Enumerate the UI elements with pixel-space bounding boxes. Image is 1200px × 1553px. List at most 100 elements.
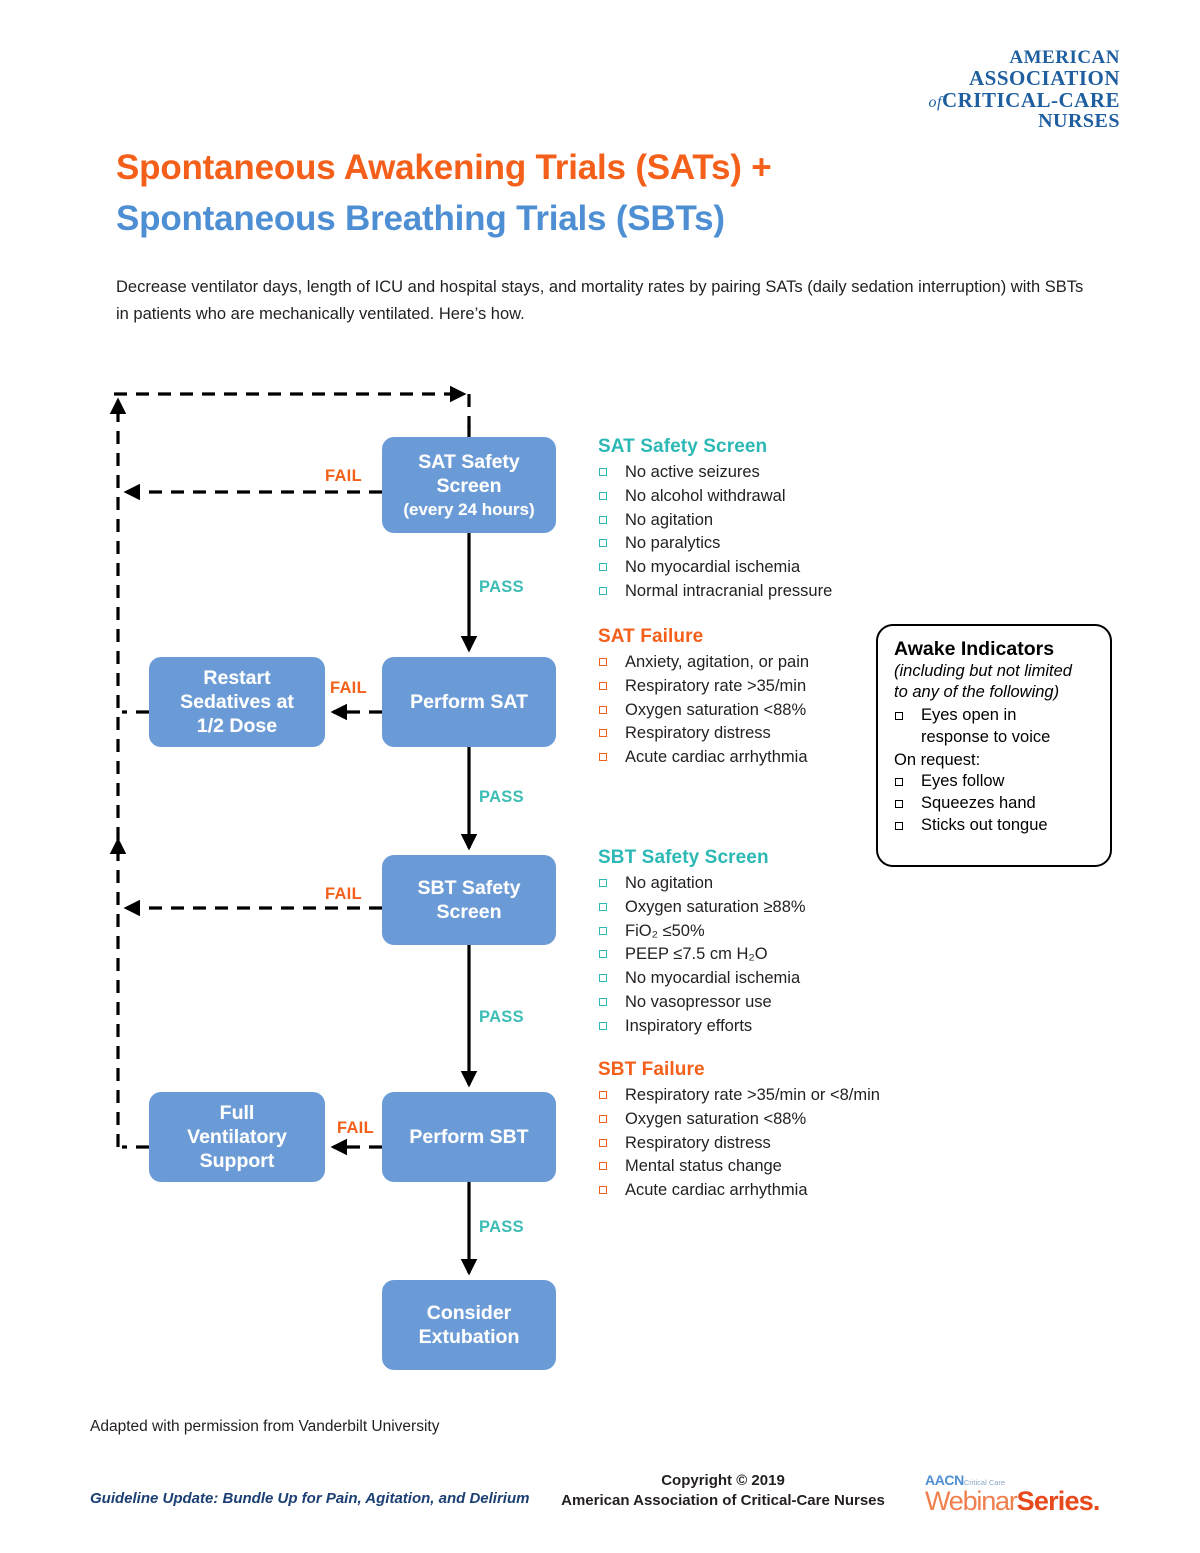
list-item: Oxygen saturation <88% [598,699,928,723]
list-item: Oxygen saturation <88% [598,1108,968,1132]
node-full-ventilatory-support[interactable]: Full Ventilatory Support [149,1092,325,1182]
node-restart-line-1: Restart [203,666,271,689]
detail-sat-failure: SAT Failure Anxiety, agitation, or pain … [598,626,928,770]
list-item: Respiratory rate >35/min or <8/min [598,1084,968,1108]
awake-indicators-note-line-1: (including but not limited [894,662,1072,680]
detail-sbt-failure-list: Respiratory rate >35/min or <8/min Oxyge… [598,1084,968,1203]
edge-label-pass-perform-sat: PASS [479,788,524,806]
list-item: No active seizures [598,461,928,485]
adaptation-credit: Adapted with permission from Vanderbilt … [90,1418,440,1435]
list-item: PEEP ≤7.5 cm H₂O [598,943,928,967]
list-item: No myocardial ischemia [598,967,928,991]
detail-sbt-safety-screen-heading: SBT Safety Screen [598,847,769,868]
detail-sat-safety-screen-heading: SAT Safety Screen [598,436,768,457]
detail-sat-failure-heading: SAT Failure [598,626,704,647]
node-sat-safety-screen-line-1: SAT Safety [418,451,520,474]
node-extubation-line-1: Consider [426,1301,512,1324]
awake-item-eyes-open-line-2: response to voice [921,727,1051,746]
aacn-logo-line-1: AMERICAN [1009,47,1120,68]
aacn-logo-critical-care: CRITICAL-CARE [941,87,1120,112]
edge-label-fail-sat-screen: FAIL [325,467,362,485]
node-perform-sbt[interactable]: Perform SBT [382,1092,556,1182]
list-item: No vasopressor use [598,991,928,1015]
intro-paragraph: Decrease ventilator days, length of ICU … [116,278,1084,323]
webinar-logo-critical-care: Critical Care [963,1478,1006,1487]
awake-indicators-note-line-2: to any of the following) [894,682,1060,701]
aacn-logo: AMERICAN ASSOCIATION ofCRITICAL-CARE NUR… [900,48,1120,140]
edge-label-fail-sbt-screen: FAIL [325,885,362,903]
list-item: Eyes open in response to voice [894,705,1096,749]
aacn-logo-line-4: NURSES [1038,110,1120,133]
awake-item-eyes-open-line-1: Eyes open in [921,705,1017,724]
list-item: Acute cardiac arrhythmia [598,746,928,770]
node-full-vent-line-3: Support [199,1150,275,1173]
webinar-logo-title-row: WebinarSeries. [925,1488,1140,1515]
edge-label-pass-perform-sbt: PASS [479,1218,524,1236]
list-item: Respiratory distress [598,1132,968,1156]
node-sat-safety-screen-sub: (every 24 hours) [403,499,535,519]
awake-indicators-primary-list: Eyes open in response to voice [894,705,1096,749]
list-item: Normal intracranial pressure [598,580,928,604]
webinar-logo-word-series: Series. [1016,1486,1101,1516]
node-sat-safety-screen[interactable]: SAT Safety Screen (every 24 hours) [382,437,556,533]
edge-label-pass-sat-screen: PASS [479,578,524,596]
webinar-logo-aacn: AACN [925,1472,964,1488]
node-perform-sat[interactable]: Perform SAT [382,657,556,747]
footer-guideline-title: Guideline Update: Bundle Up for Pain, Ag… [90,1490,530,1507]
list-item: Squeezes hand [894,793,1096,815]
node-sbt-safety-screen-line-2: Screen [436,901,502,923]
list-item: Mental status change [598,1155,968,1179]
list-item: Inspiratory efforts [598,1015,928,1039]
detail-sbt-failure-heading: SBT Failure [598,1059,705,1080]
list-item: Eyes follow [894,771,1096,793]
detail-sbt-safety-screen-list: No agitation Oxygen saturation ≥88% FiO₂… [598,872,928,1038]
edge-label-fail-perform-sbt: FAIL [337,1119,374,1137]
aacn-logo-line-2: ASSOCIATION [969,65,1120,90]
webinar-logo-word-webinar: Webinar [925,1486,1018,1516]
page-title-line-1: Spontaneous Awakening Trials (SATs) + [116,148,772,187]
aacn-logo-line-3: ofCRITICAL-CARE [900,87,1120,112]
node-full-vent-line-1: Full [219,1101,255,1124]
list-item: No alcohol withdrawal [598,485,928,509]
node-restart-line-3: 1/2 Dose [196,715,278,738]
node-restart-sedatives[interactable]: Restart Sedatives at 1/2 Dose [149,657,325,747]
node-consider-extubation[interactable]: Consider Extubation [382,1280,556,1370]
list-item: Respiratory rate >35/min [598,675,928,699]
aacn-logo-of: of [928,93,942,111]
awake-indicators-note: (including but not limited to any of the… [894,661,1096,703]
list-item: Respiratory distress [598,722,928,746]
edge-label-pass-sbt-screen: PASS [479,1008,524,1026]
list-item: FiO₂ ≤50% [598,920,928,944]
footer-organization: American Association of Critical-Care Nu… [561,1491,885,1509]
list-item: Oxygen saturation ≥88% [598,896,928,920]
awake-indicators-on-request-list: Eyes follow Squeezes hand Sticks out ton… [894,771,1096,837]
list-item: Anxiety, agitation, or pain [598,651,928,675]
node-sat-safety-screen-line-2: Screen [436,475,502,498]
node-sbt-safety-screen[interactable]: SBT Safety Screen [382,855,556,945]
awake-indicators-on-request-label: On request: [894,750,981,769]
list-item: No agitation [598,509,928,533]
node-full-vent-line-2: Ventilatory [187,1125,287,1148]
detail-sbt-failure: SBT Failure Respiratory rate >35/min or … [598,1059,968,1203]
footer-copyright: Copyright © 2019 American Association of… [553,1471,893,1511]
edge-label-fail-perform-sat: FAIL [330,679,367,697]
list-item: No paralytics [598,532,928,556]
detail-sat-failure-list: Anxiety, agitation, or pain Respiratory … [598,651,928,770]
node-restart-line-2: Sedatives at [180,690,294,713]
page-title-line-2: Spontaneous Breathing Trials (SBTs) [116,199,725,238]
awake-indicators-heading: Awake Indicators [894,638,1055,660]
node-sbt-safety-screen-line-1: SBT Safety [417,876,521,899]
list-item: Acute cardiac arrhythmia [598,1179,968,1203]
aacn-webinar-series-logo: AACNCritical Care WebinarSeries. [925,1473,1140,1523]
list-item: No myocardial ischemia [598,556,928,580]
node-perform-sat-label: Perform SAT [410,690,528,713]
node-extubation-line-2: Extubation [418,1326,520,1348]
webinar-logo-aacn-row: AACNCritical Care [925,1473,1140,1487]
detail-sat-safety-screen-list: No active seizures No alcohol withdrawal… [598,461,928,604]
list-item: Sticks out tongue [894,815,1096,837]
awake-indicators-callout: Awake Indicators (including but not limi… [876,624,1112,867]
node-perform-sbt-label: Perform SBT [409,1125,529,1148]
detail-sat-safety-screen: SAT Safety Screen No active seizures No … [598,436,928,604]
footer-copyright-year: Copyright © 2019 [661,1472,785,1489]
detail-sbt-safety-screen: SBT Safety Screen No agitation Oxygen sa… [598,847,928,1038]
